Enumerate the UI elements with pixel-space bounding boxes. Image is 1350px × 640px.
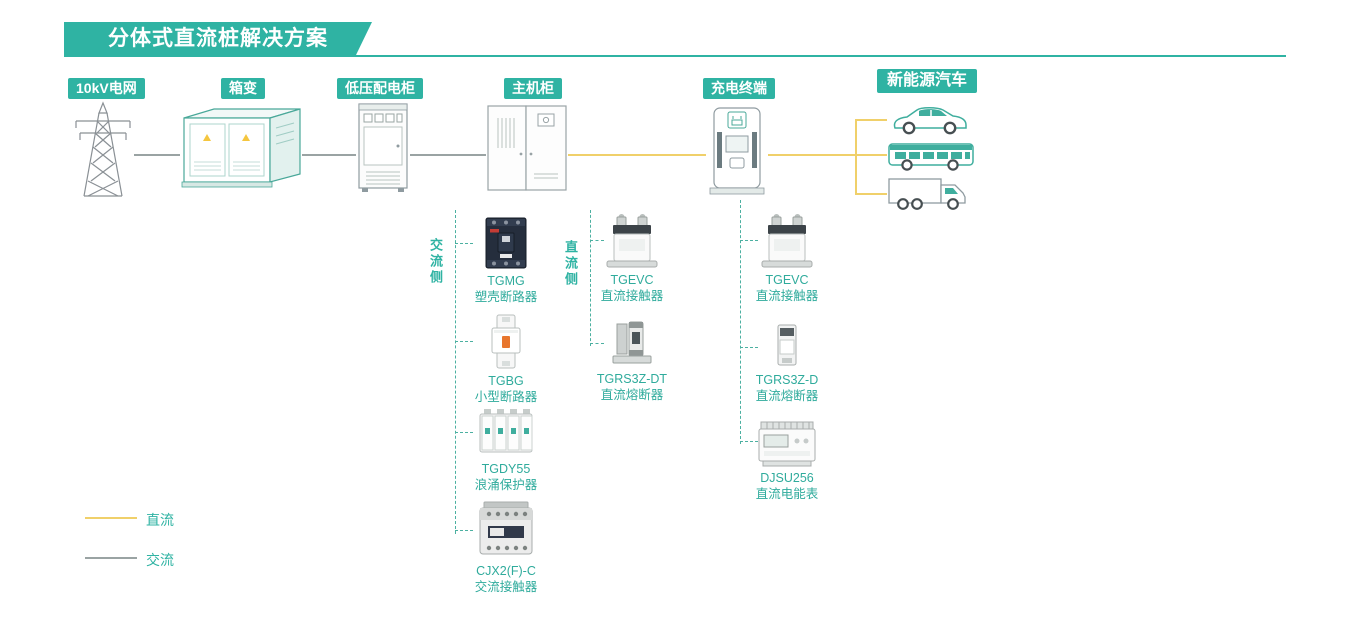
- group-connector-line-ac: [455, 210, 456, 534]
- title-underline: [64, 55, 1286, 57]
- product-name: 直流熔断器: [600, 388, 664, 403]
- group-connector-line-terminal: [740, 200, 741, 444]
- group-connector-tick: [590, 240, 604, 241]
- box-transformer-icon: [181, 108, 301, 188]
- product-name: 交流接触器: [474, 580, 538, 595]
- djsu256-meter-image: [758, 421, 816, 467]
- station-badge-charging-terminal: 充电终端: [703, 78, 775, 99]
- product-name: 直流电能表: [755, 487, 819, 502]
- station-badge-main-cabinet: 主机柜: [504, 78, 562, 99]
- product-model: TGBG: [488, 374, 524, 388]
- legend-dc-line: [85, 517, 137, 519]
- station-badge-box-transformer: 箱变: [221, 78, 265, 99]
- product-cjx2: CJX2(F)-C 交流接触器: [451, 500, 561, 596]
- group-connector-tick: [455, 341, 473, 342]
- group-connector-tick: [455, 243, 473, 244]
- page-title: 分体式直流桩解决方案: [64, 22, 372, 55]
- station-badge-grid: 10kV电网: [68, 78, 145, 99]
- dc-branch-line-truck: [855, 193, 887, 195]
- dc-branch-trunk-line: [855, 119, 857, 195]
- station-badge-ev: 新能源汽车: [877, 69, 978, 93]
- bus-icon: [888, 143, 974, 171]
- product-tgbg: TGBG 小型断路器: [451, 313, 561, 406]
- legend-ac-label: 交流: [146, 552, 174, 568]
- ac-line-segment: [410, 154, 486, 156]
- group-connector-tick: [455, 530, 473, 531]
- product-tgevc: TGEVC 直流接触器: [577, 212, 687, 305]
- product-model: TGEVC: [765, 273, 809, 287]
- tgevc-contactor-image: [606, 214, 658, 268]
- product-model: TGMG: [487, 274, 525, 288]
- cjx2-contactor-image: [479, 501, 533, 555]
- group-connector-tick: [740, 240, 758, 241]
- tgrs3z-d-fuse-image: [777, 324, 797, 366]
- product-name: 直流熔断器: [755, 389, 819, 404]
- product-tgevc-terminal: TGEVC 直流接触器: [732, 212, 842, 305]
- ac-line-segment: [302, 154, 356, 156]
- tgdy55-spd-image: [479, 409, 533, 453]
- side-label-dc: 直流侧: [563, 240, 578, 288]
- dc-line-segment: [768, 154, 855, 156]
- group-connector-tick: [455, 432, 473, 433]
- tgrs3z-dt-fuse-image: [612, 321, 652, 364]
- product-tgrs3z-d: TGRS3Z-D 直流熔断器: [732, 322, 842, 405]
- tgevc-contactor-image: [761, 214, 813, 268]
- product-tgmg: TGMG 塑壳断路器: [451, 216, 561, 306]
- car-icon: [893, 107, 967, 135]
- group-connector-line-dc: [590, 210, 591, 346]
- main-cabinet-icon: [487, 105, 567, 191]
- lv-distribution-cabinet-icon: [358, 103, 408, 192]
- charging-terminal-icon: [709, 107, 765, 195]
- station-badge-lv-cabinet: 低压配电柜: [337, 78, 423, 99]
- product-name: 浪涌保护器: [474, 478, 538, 493]
- product-tgdy55: TGDY55 浪涌保护器: [451, 406, 561, 494]
- product-tgrs3z-dt: TGRS3Z-DT 直流熔断器: [577, 318, 687, 404]
- transmission-tower-icon: [75, 101, 131, 197]
- group-connector-tick: [590, 343, 604, 344]
- product-model: TGEVC: [610, 273, 654, 287]
- product-model: DJSU256: [760, 471, 814, 485]
- product-model: TGRS3Z-D: [755, 373, 819, 387]
- product-model: CJX2(F)-C: [476, 564, 536, 578]
- tgmg-breaker-image: [485, 217, 527, 269]
- legend-dc-label: 直流: [146, 512, 174, 528]
- tgbg-breaker-image: [491, 314, 521, 369]
- group-connector-tick: [740, 441, 758, 442]
- dc-branch-line-bus: [855, 154, 887, 156]
- dc-branch-line-car: [855, 119, 887, 121]
- product-name: 直流接触器: [755, 289, 819, 304]
- product-name: 塑壳断路器: [474, 290, 538, 305]
- product-djsu256: DJSU256 直流电能表: [732, 420, 842, 503]
- dc-line-segment: [568, 154, 706, 156]
- side-label-ac: 交流侧: [428, 238, 443, 286]
- group-connector-tick: [740, 347, 758, 348]
- product-model: TGDY55: [481, 462, 531, 476]
- product-model: TGRS3Z-DT: [596, 372, 668, 386]
- truck-icon: [888, 178, 966, 210]
- legend-ac-line: [85, 557, 137, 559]
- ac-line-segment: [134, 154, 180, 156]
- product-name: 直流接触器: [600, 289, 664, 304]
- product-name: 小型断路器: [474, 390, 538, 405]
